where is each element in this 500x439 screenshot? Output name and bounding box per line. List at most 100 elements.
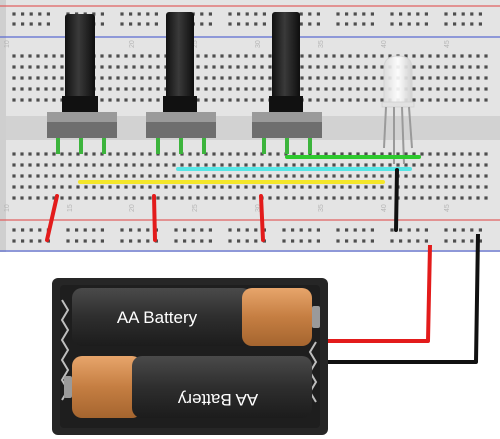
breadboard-hole [412, 185, 416, 189]
breadboard-hole [299, 228, 303, 232]
breadboard-hole [268, 76, 272, 80]
breadboard-hole [237, 12, 241, 16]
pot-pin [285, 138, 289, 154]
breadboard-hole [245, 12, 249, 16]
breadboard-hole [220, 152, 224, 156]
breadboard-hole [36, 65, 40, 69]
breadboard-hole [332, 76, 336, 80]
led-lens[interactable] [383, 55, 413, 105]
breadboard-hole [364, 185, 368, 189]
column-number: 10 [4, 204, 11, 212]
breadboard-hole [468, 196, 472, 200]
breadboard-hole [476, 65, 480, 69]
breadboard-hole [29, 12, 33, 16]
breadboard-hole [476, 76, 480, 80]
breadboard-hole [200, 12, 204, 16]
breadboard-hole [204, 76, 208, 80]
wire-red[interactable] [259, 194, 265, 242]
breadboard-hole [416, 228, 420, 232]
battery-pack[interactable]: AA Battery AA Battery [52, 278, 328, 435]
breadboard-hole [356, 87, 360, 91]
potentiometer-3[interactable] [252, 12, 322, 154]
breadboard-hole [340, 152, 344, 156]
breadboard-hole [453, 228, 457, 232]
breadboard-hole [156, 163, 160, 167]
breadboard-hole [164, 196, 168, 200]
battery-wire-red[interactable] [322, 244, 432, 343]
breadboard-hole [244, 98, 248, 102]
breadboard-hole [461, 239, 465, 243]
breadboard-hole [300, 152, 304, 156]
breadboard-hole [336, 22, 340, 26]
breadboard-hole [284, 174, 288, 178]
breadboard-hole [20, 98, 24, 102]
breadboard-hole [76, 185, 80, 189]
breadboard-hole [268, 185, 272, 189]
wire-black[interactable] [394, 168, 399, 232]
breadboard-hole [412, 163, 416, 167]
breadboard-hole [420, 76, 424, 80]
breadboard-hole [428, 76, 432, 80]
breadboard-hole [452, 65, 456, 69]
breadboard-hole [380, 174, 384, 178]
column-number: 30 [255, 40, 262, 48]
breadboard-hole [390, 228, 394, 232]
breadboard-hole [276, 163, 280, 167]
breadboard-hole [348, 163, 352, 167]
breadboard-hole [120, 12, 124, 16]
breadboard-hole [436, 65, 440, 69]
pot-collar [269, 96, 303, 112]
breadboard-hole [28, 76, 32, 80]
breadboard-hole [254, 239, 258, 243]
breadboard-hole [276, 152, 280, 156]
breadboard-hole [44, 196, 48, 200]
potentiometer-2[interactable] [146, 12, 216, 154]
breadboard-hole [129, 239, 133, 243]
breadboard-hole [228, 185, 232, 189]
breadboard-hole [453, 239, 457, 243]
breadboard-hole [236, 87, 240, 91]
breadboard-hole [484, 163, 488, 167]
breadboard-hole [12, 239, 16, 243]
pot-knob[interactable] [166, 12, 194, 100]
breadboard-hole [444, 239, 448, 243]
breadboard-hole [484, 98, 488, 102]
rgb-led[interactable] [381, 55, 415, 165]
breadboard-hole [476, 98, 480, 102]
breadboard-hole [245, 228, 249, 232]
breadboard-hole [299, 239, 303, 243]
breadboard-hole [292, 185, 296, 189]
breadboard-hole [244, 152, 248, 156]
breadboard-hole [36, 163, 40, 167]
breadboard-hole [208, 12, 212, 16]
breadboard-hole [388, 196, 392, 200]
breadboard-hole [236, 163, 240, 167]
pot-knob[interactable] [65, 14, 95, 100]
breadboard-hole [132, 54, 136, 58]
breadboard-hole [478, 239, 482, 243]
breadboard-hole [196, 185, 200, 189]
breadboard-hole [268, 54, 272, 58]
breadboard-hole [132, 76, 136, 80]
breadboard-hole [116, 98, 120, 102]
battery-wire-black[interactable] [322, 233, 480, 364]
breadboard-hole [476, 196, 480, 200]
breadboard-hole [204, 87, 208, 91]
wire-red[interactable] [152, 194, 157, 242]
breadboard-hole [129, 228, 133, 232]
breadboard-hole [108, 98, 112, 102]
breadboard-hole [156, 196, 160, 200]
breadboard-hole [380, 65, 384, 69]
breadboard-hole [468, 163, 472, 167]
breadboard-hole [146, 228, 150, 232]
potentiometer-1[interactable] [47, 14, 117, 154]
breadboard-hole [460, 87, 464, 91]
breadboard-hole [404, 54, 408, 58]
breadboard-hole [332, 163, 336, 167]
wire-red[interactable] [45, 194, 59, 242]
breadboard-hole [140, 196, 144, 200]
breadboard-hole [372, 76, 376, 80]
breadboard-hole [28, 152, 32, 156]
column-number: 10 [4, 40, 11, 48]
pot-knob[interactable] [272, 12, 300, 100]
